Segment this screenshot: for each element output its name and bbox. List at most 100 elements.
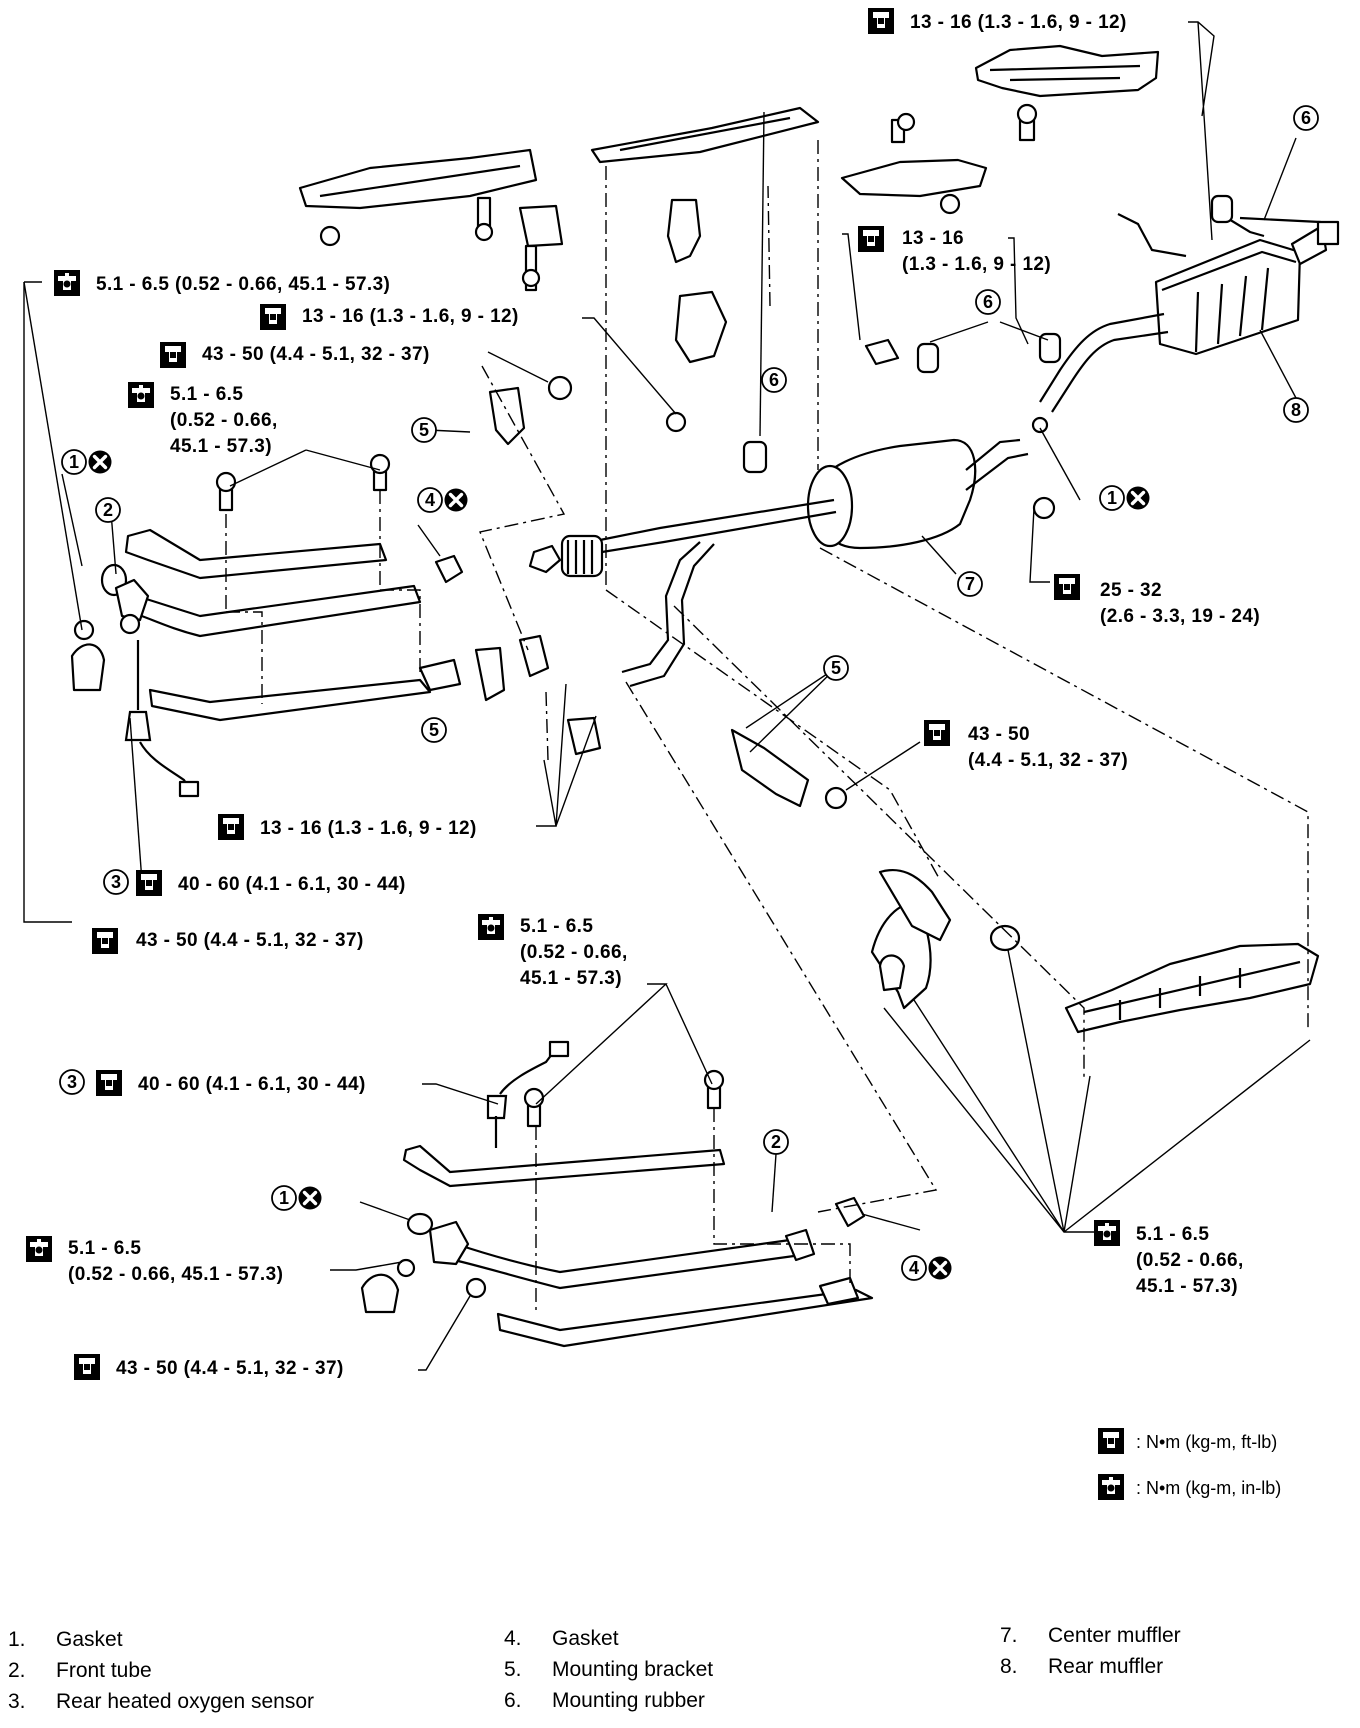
- svg-text:1: 1: [279, 1188, 289, 1208]
- parts-list-label: Center muffler: [1048, 1624, 1181, 1647]
- svg-text:5.1 - 6.5: 5.1 - 6.5: [520, 916, 593, 937]
- clamp-right: [878, 954, 906, 992]
- bolt-front-2: [369, 453, 391, 492]
- front-tube-b-main: [452, 1238, 796, 1290]
- callout-1-top: 1: [61, 449, 112, 475]
- svg-text:(0.52 - 0.66,: (0.52 - 0.66,: [1136, 1250, 1244, 1271]
- front-tube-b-lower: [496, 1288, 874, 1348]
- callout-3-a: 3: [103, 869, 129, 895]
- flex-joint: [528, 534, 604, 578]
- parts-list-number: 4.: [504, 1627, 522, 1650]
- do-not-reuse-icon: [298, 1186, 322, 1210]
- torque-spec-40-60-a: 40 - 60 (4.1 - 6.1, 30 - 44): [136, 870, 406, 896]
- parts-list-label: Gasket: [56, 1628, 123, 1651]
- mounting-rubber-2: [916, 342, 940, 374]
- svg-text:3: 3: [111, 872, 121, 892]
- svg-text:1: 1: [69, 452, 79, 472]
- svg-text:45.1 - 57.3): 45.1 - 57.3): [1136, 1276, 1238, 1297]
- svg-text:(4.4 - 5.1, 32 - 37): (4.4 - 5.1, 32 - 37): [968, 750, 1128, 771]
- svg-text:2: 2: [771, 1132, 781, 1152]
- mounting-bracket-b: [474, 646, 506, 702]
- svg-text:5.1 - 6.5 (0.52 - 0.66, 45.1 -: 5.1 - 6.5 (0.52 - 0.66, 45.1 - 57.3): [96, 274, 390, 295]
- svg-text:: N•m (kg-m, ft-lb): : N•m (kg-m, ft-lb): [1136, 1432, 1277, 1452]
- parts-list-number: 2.: [8, 1659, 26, 1682]
- wrench-ft-lb-icon: [924, 720, 950, 746]
- parts-list-label: Gasket: [552, 1627, 619, 1650]
- mounting-bracket-e: [730, 728, 810, 808]
- svg-text:40 - 60 (4.1 - 6.1, 30 - 44): 40 - 60 (4.1 - 6.1, 30 - 44): [178, 874, 406, 895]
- torque-spec-43-50-d: 43 - 50 (4.4 - 5.1, 32 - 37): [74, 1354, 344, 1380]
- torque-spec-43-50-c: 43 - 50 (4.4 - 5.1, 32 - 37): [92, 928, 364, 954]
- mounting-rubber-4: [1210, 194, 1234, 224]
- torque-spec-5-1-b: 5.1 - 6.5 (0.52 - 0.66, 45.1 - 57.3): [478, 914, 627, 989]
- alignment-lines: [225, 140, 1309, 1310]
- wrench-in-lb-icon: [1094, 1220, 1120, 1246]
- parts-list-label: Mounting rubber: [552, 1689, 705, 1712]
- svg-text:13 - 16 (1.3 - 1.6, 9 - 12): 13 - 16 (1.3 - 1.6, 9 - 12): [302, 306, 519, 327]
- parts-list-number: 5.: [504, 1658, 522, 1681]
- do-not-reuse-icon: [88, 450, 112, 474]
- gasket-b-1: [406, 1212, 434, 1236]
- bolt-top-1: [1016, 103, 1038, 142]
- torque-spec-mid-right: 13 - 16 (1.3 - 1.6, 9 - 12): [858, 226, 1051, 275]
- do-not-reuse-icon: [444, 488, 468, 512]
- wrench-in-lb-icon: [26, 1236, 52, 1262]
- oxygen-sensor-b: [486, 1053, 553, 1148]
- nut-top-3: [939, 193, 961, 215]
- wrench-ft-lb-icon: [96, 1070, 122, 1096]
- svg-text:5: 5: [429, 720, 439, 740]
- parts-list: 1. Gasket 2. Front tube 3. Rear heated o…: [0, 1608, 1360, 1718]
- torque-spec-43-50-a: 43 - 50 (4.4 - 5.1, 32 - 37): [160, 342, 430, 368]
- svg-text:43 - 50 (4.4 - 5.1, 32 - 37): 43 - 50 (4.4 - 5.1, 32 - 37): [202, 344, 430, 365]
- front-tube-b-clamp: [360, 1273, 400, 1314]
- front-flange-b: [428, 1220, 470, 1266]
- svg-text:(2.6 - 3.3, 19 - 24): (2.6 - 3.3, 19 - 24): [1100, 606, 1260, 627]
- front-tube-main: [128, 584, 422, 638]
- callout-5-top: 5: [411, 417, 437, 443]
- front-tube-b-upper: [402, 1144, 726, 1188]
- leader-lines: [23, 21, 1311, 1371]
- callout-6-left: 6: [761, 367, 787, 393]
- svg-text:5.1 - 6.5: 5.1 - 6.5: [68, 1238, 141, 1259]
- parts-list-number: 3.: [8, 1690, 26, 1713]
- svg-text:4: 4: [425, 490, 435, 510]
- front-tube-upper: [124, 528, 388, 580]
- callout-2-bottom: 2: [763, 1129, 789, 1155]
- callout-4-top: 4: [417, 487, 468, 513]
- rubber-ring: [989, 924, 1021, 952]
- svg-text:4: 4: [909, 1258, 919, 1278]
- legend-in-lb: : N•m (kg-m, in-lb): [1098, 1474, 1281, 1500]
- callout-7: 7: [957, 571, 983, 597]
- bolt-b-1: [523, 1087, 545, 1128]
- wrench-ft-lb-icon: [160, 342, 186, 368]
- torque-spec-43-50-b: 43 - 50 (4.4 - 5.1, 32 - 37): [924, 720, 1128, 771]
- wrench-ft-lb-icon: [1054, 574, 1080, 600]
- torque-spec-25-32: 25 - 32 (2.6 - 3.3, 19 - 24): [1054, 574, 1260, 627]
- parts-list-label: Rear muffler: [1048, 1655, 1164, 1678]
- svg-text:: N•m (kg-m, in-lb): : N•m (kg-m, in-lb): [1136, 1478, 1281, 1498]
- svg-text:(1.3 - 1.6, 9 - 12): (1.3 - 1.6, 9 - 12): [902, 254, 1051, 275]
- parts-list-number: 7.: [1000, 1624, 1018, 1647]
- bolt-b-2: [703, 1069, 725, 1110]
- svg-text:8: 8: [1291, 400, 1301, 420]
- wrench-ft-lb-icon: [74, 1354, 100, 1380]
- hanger-center-bracket: [674, 290, 728, 364]
- callout-5-left: 5: [421, 717, 447, 743]
- parts-list-label: Rear heated oxygen sensor: [56, 1690, 314, 1713]
- svg-text:7: 7: [965, 574, 975, 594]
- front-tube-clamp: [70, 643, 106, 692]
- bolt-top-6: [521, 244, 541, 292]
- svg-text:5: 5: [831, 658, 841, 678]
- svg-text:43 - 50 (4.4 - 5.1, 32 - 37): 43 - 50 (4.4 - 5.1, 32 - 37): [136, 930, 364, 951]
- parts-list-label: Mounting bracket: [552, 1658, 714, 1681]
- parts-list-number: 1.: [8, 1628, 26, 1651]
- callout-3-b: 3: [59, 1069, 85, 1095]
- torque-spec-13-16-b: 13 - 16 (1.3 - 1.6, 9 - 12): [218, 814, 476, 840]
- bolt-top-5: [474, 196, 494, 242]
- svg-text:43 - 50 (4.4 - 5.1, 32 - 37): 43 - 50 (4.4 - 5.1, 32 - 37): [116, 1358, 344, 1379]
- front-tube-lower: [148, 678, 432, 722]
- svg-text:6: 6: [983, 292, 993, 312]
- mounting-rubber-1: [742, 440, 768, 474]
- bolt-top-2: [890, 112, 916, 144]
- rear-muffler: [1154, 238, 1302, 356]
